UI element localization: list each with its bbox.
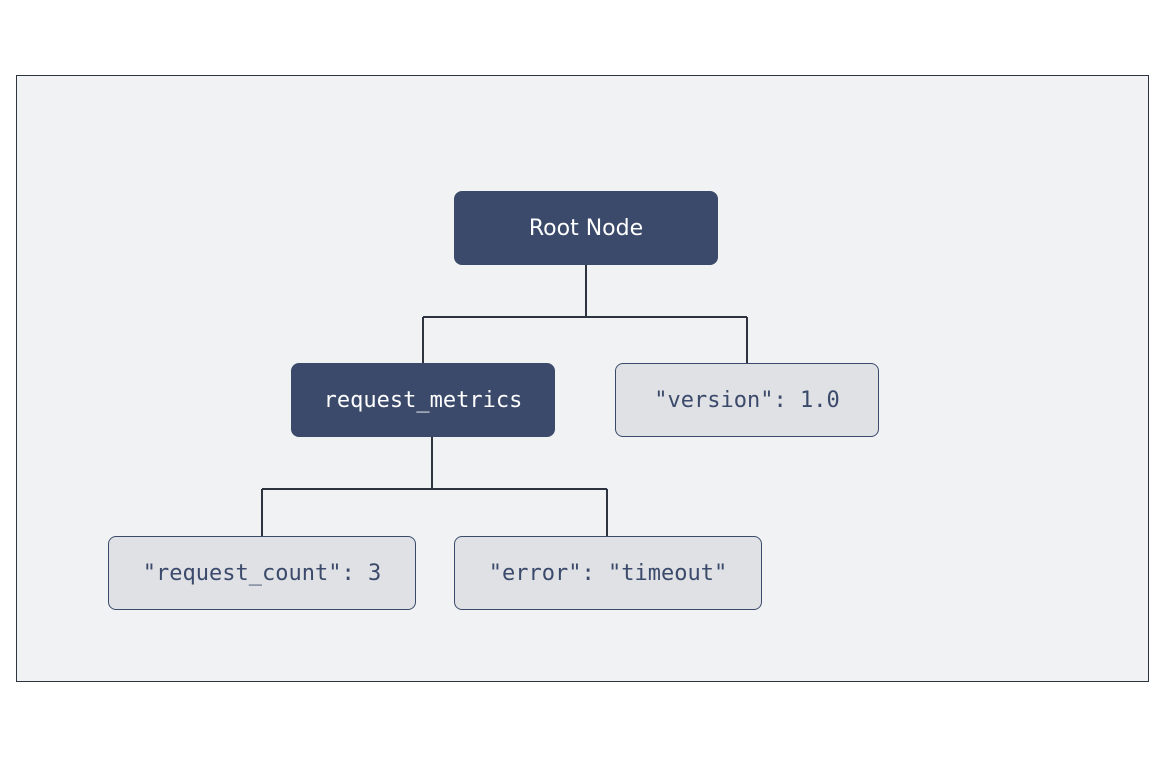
version-label: "version": 1.0 xyxy=(654,387,840,413)
root-node: Root Node xyxy=(454,191,718,265)
request-metrics-node: request_metrics xyxy=(291,363,555,437)
error-label: "error": "timeout" xyxy=(488,560,728,586)
version-node: "version": 1.0 xyxy=(615,363,879,437)
root-node-label: Root Node xyxy=(528,215,644,241)
error-node: "error": "timeout" xyxy=(454,536,762,610)
request-count-label: "request_count": 3 xyxy=(142,560,382,586)
request-count-node: "request_count": 3 xyxy=(108,536,416,610)
request-metrics-label: request_metrics xyxy=(323,387,523,413)
